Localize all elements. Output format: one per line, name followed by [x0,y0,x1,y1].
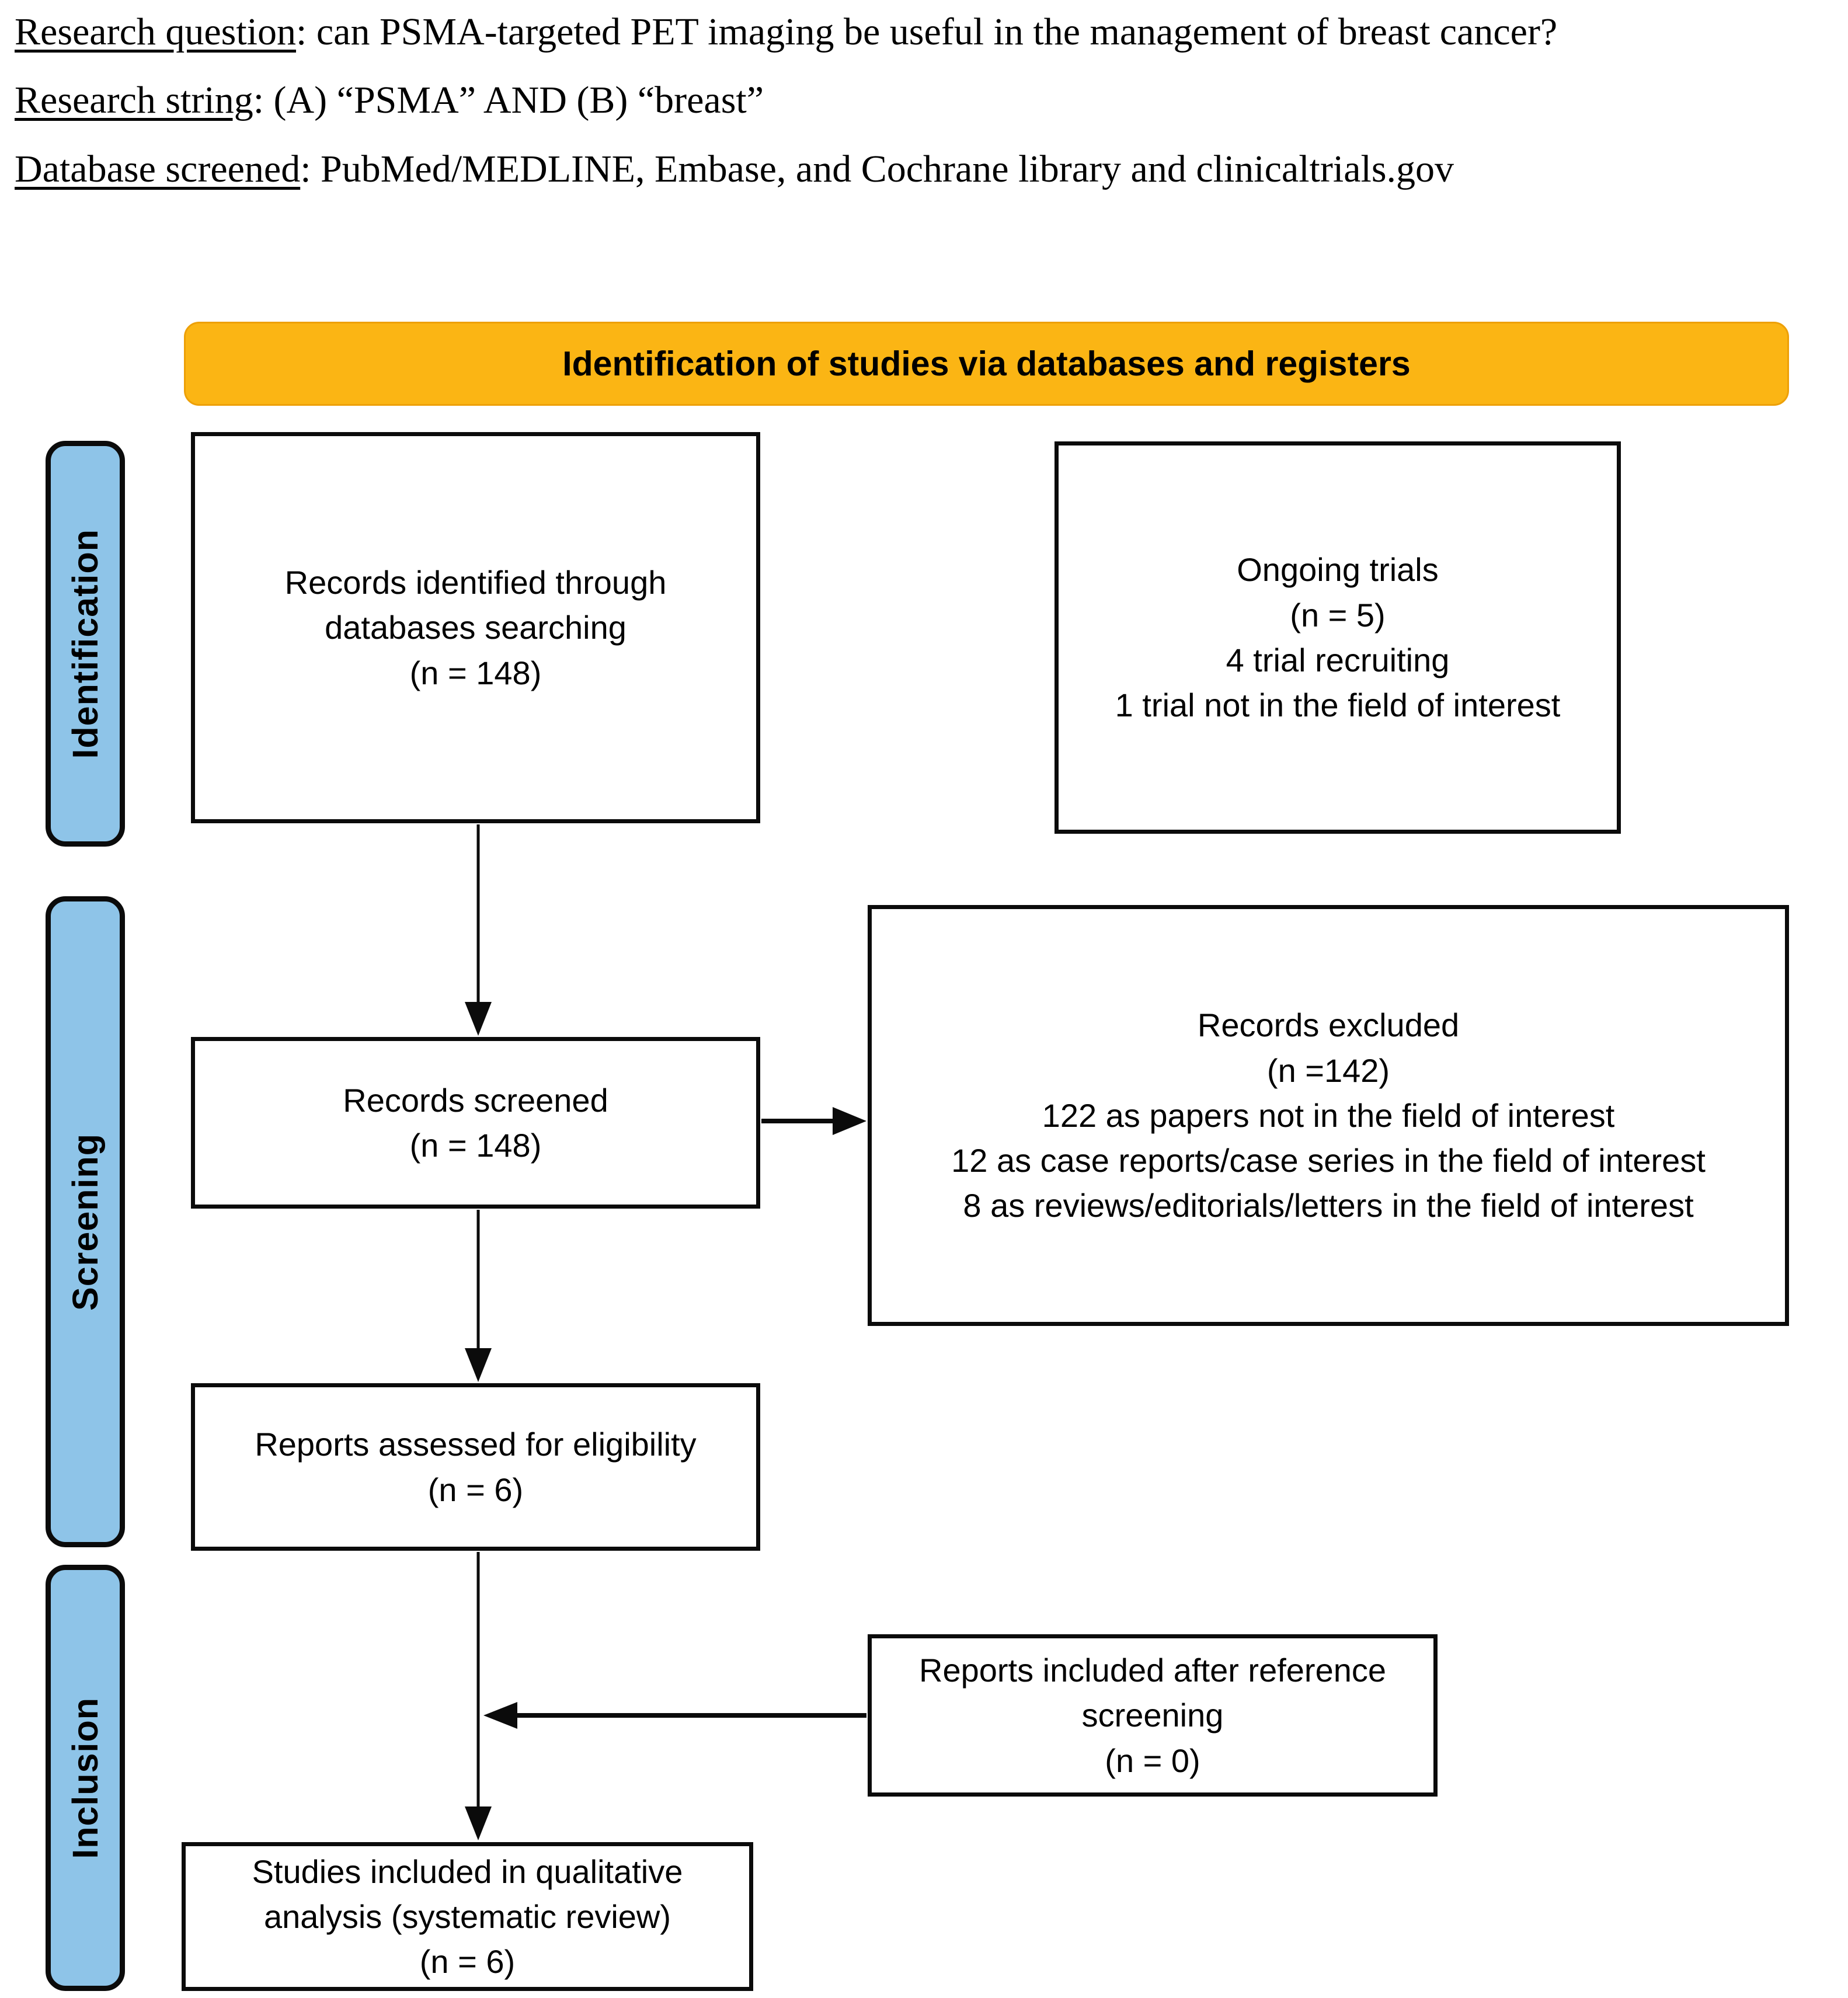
phase-bar-inclusion: Inclusion [46,1565,125,1991]
research-string-text: : (A) “PSMA” AND (B) “breast” [253,79,764,122]
flow-box-records-identified: Records identified through databases sea… [191,432,760,823]
research-question-note: Research question: can PSMA-targeted PET… [15,5,1845,60]
arrow-screened-to-assessed [465,1210,492,1382]
flow-box-reports-assessed-eligibility: Reports assessed for eligibility (n = 6) [191,1383,760,1551]
phase-bar-screening-label: Screening [65,1133,105,1311]
flow-box-records-excluded: Records excluded (n =142) 122 as papers … [868,905,1789,1326]
research-string-note: Research string: (A) “PSMA” AND (B) “bre… [15,73,1845,128]
database-screened-label: Database screened [15,147,301,190]
database-screened-text: : PubMed/MEDLINE, Embase, and Cochrane l… [300,147,1454,190]
research-question-text: : can PSMA-targeted PET imaging be usefu… [296,11,1558,53]
banner-identification-of-studies: Identification of studies via databases … [184,322,1789,406]
arrow-assessed-to-included [465,1552,492,1840]
flow-box-ongoing-trials: Ongoing trials (n = 5) 4 trial recruitin… [1054,441,1621,834]
flow-box-studies-included-qualitative-analysis: Studies included in qualitative analysis… [182,1842,753,1991]
flow-box-reports-included-after-reference-screening: Reports included after reference screeni… [868,1634,1438,1797]
research-string-label: Research string [15,79,253,122]
arrow-screened-to-excluded [761,1107,866,1135]
research-notes: Research question: can PSMA-targeted PET… [15,5,1845,210]
arrow-identified-to-screened [465,824,492,1036]
database-screened-note: Database screened: PubMed/MEDLINE, Embas… [15,142,1845,197]
phase-bar-identification: Identification [46,441,125,847]
flow-box-records-screened: Records screened (n = 148) [191,1037,760,1209]
banner-title: Identification of studies via databases … [562,344,1411,383]
phase-bar-screening: Screening [46,896,125,1547]
phase-bar-identification-label: Identification [65,528,105,759]
arrow-reference-to-mainline [483,1702,866,1729]
phase-bar-inclusion-label: Inclusion [65,1697,105,1859]
research-question-label: Research question [15,11,297,53]
